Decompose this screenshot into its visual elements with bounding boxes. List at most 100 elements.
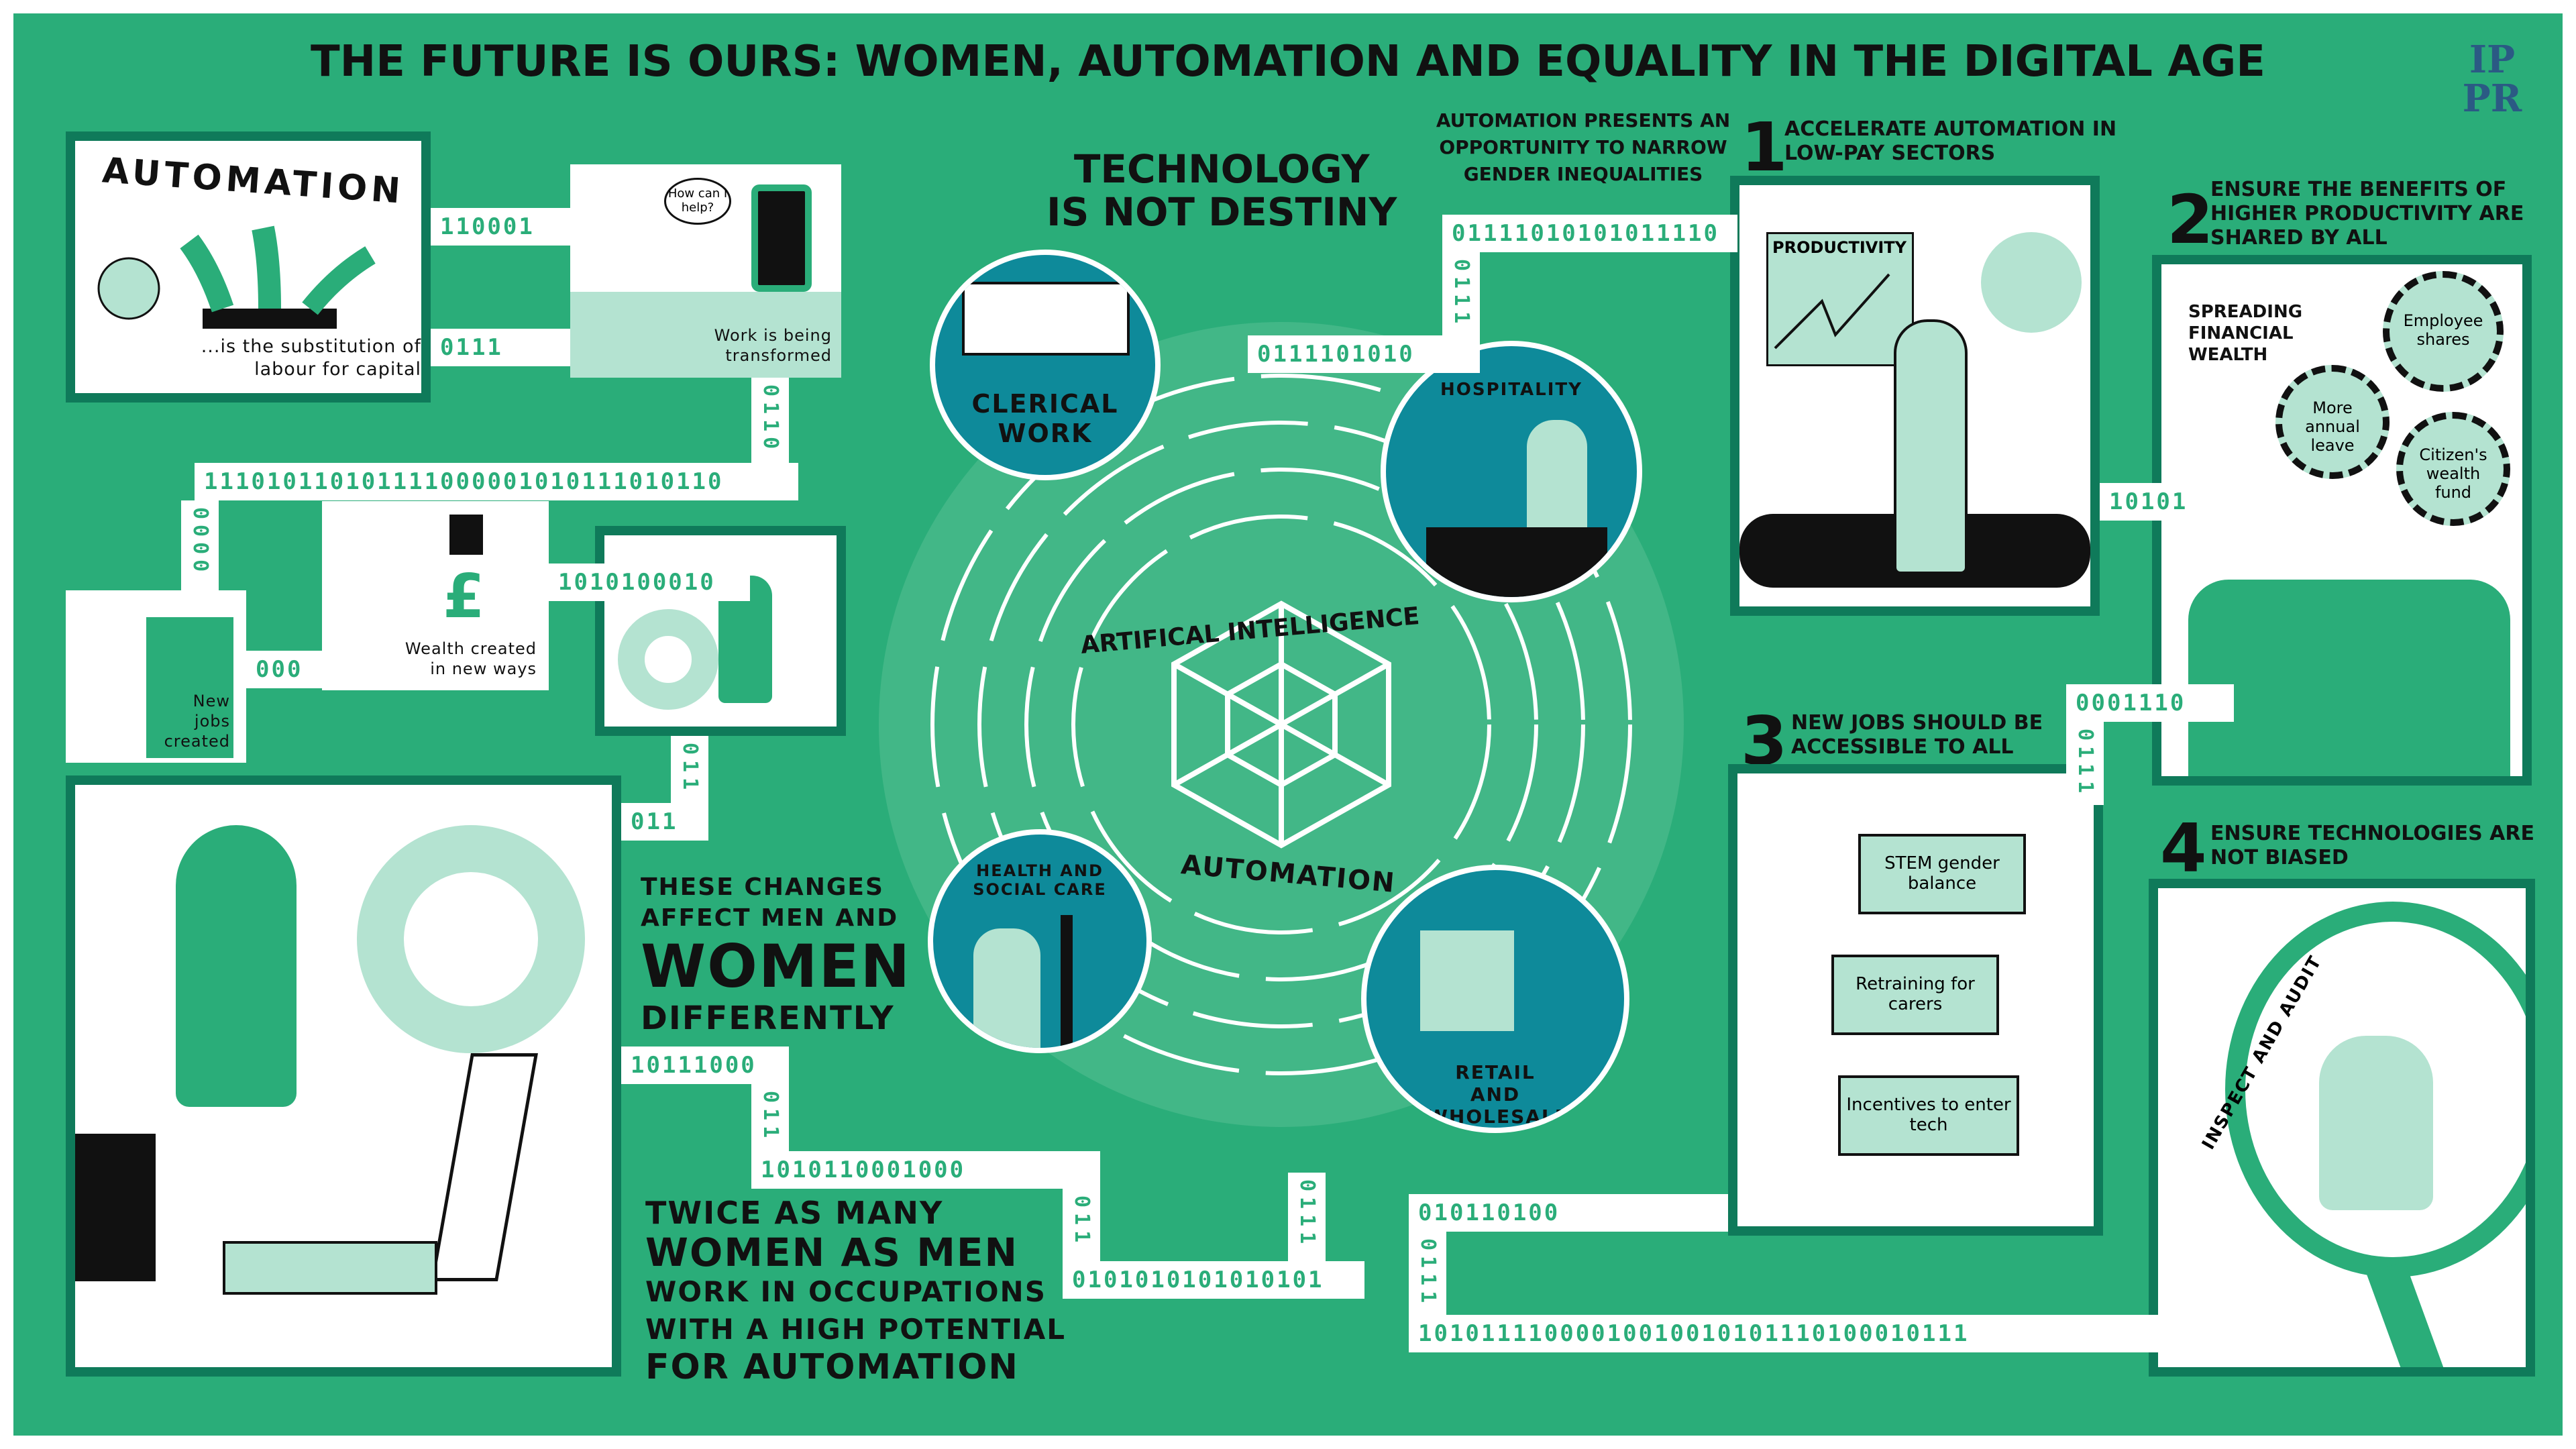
twice-line: WORK IN OCCUPATIONS bbox=[645, 1275, 1046, 1308]
magnifier-handle bbox=[2367, 1260, 2446, 1367]
binary-path: 0111 bbox=[1409, 1232, 1446, 1315]
spreading-wealth-label: SPREADING FINANCIAL WEALTH bbox=[2188, 302, 2303, 365]
rec-1-text: ACCELERATE AUTOMATION IN LOW-PAY SECTORS bbox=[1784, 117, 2117, 165]
woman-illustration bbox=[1894, 319, 1968, 574]
sector-health: HEALTH AND SOCIAL CARE bbox=[928, 829, 1152, 1053]
counter-illustration bbox=[1426, 527, 1607, 597]
changes-emphasis: WOMEN bbox=[641, 932, 912, 1001]
iv-drip-icon bbox=[1061, 915, 1073, 1048]
binary-path: 10101 bbox=[2100, 483, 2200, 521]
technology-heading: TECHNOLOGY IS NOT DESTINY bbox=[1046, 148, 1397, 233]
binary-path: 10101111000010010010101110100010111 bbox=[1409, 1315, 2162, 1352]
twice-line: WITH A HIGH POTENTIAL bbox=[645, 1313, 1067, 1346]
sector-label: CLERICAL WORK bbox=[971, 389, 1119, 448]
changes-line: THESE CHANGES bbox=[641, 873, 884, 901]
robot-arms-illustration bbox=[97, 225, 376, 329]
binary-path: 0111 bbox=[1288, 1173, 1326, 1261]
network-hexagon-icon bbox=[1171, 600, 1391, 849]
binary-path: 011 bbox=[621, 803, 708, 841]
gear-employee-shares: Employee shares bbox=[2383, 271, 2504, 392]
sign-retraining: Retraining for carers bbox=[1831, 955, 1999, 1035]
sector-clerical: CLERICAL WORK bbox=[930, 250, 1161, 480]
binary-path: 0111 bbox=[1442, 252, 1480, 335]
gear-wealth-fund: Citizen's wealth fund bbox=[2396, 412, 2510, 526]
wealth-caption: Wealth created in new ways bbox=[405, 639, 537, 678]
automation-panel: AUTOMATION ...is the substitution of lab… bbox=[66, 131, 431, 402]
sector-label: HEALTH AND SOCIAL CARE bbox=[973, 861, 1107, 899]
binary-path: 0111 bbox=[431, 329, 570, 366]
pound-sign-icon: £ bbox=[443, 561, 485, 632]
monitor-illustration bbox=[431, 1053, 538, 1281]
rec-3-text: NEW JOBS SHOULD BE ACCESSIBLE TO ALL bbox=[1791, 711, 2043, 759]
binary-path: 1010100010 bbox=[549, 564, 750, 601]
crowd-illustration bbox=[2188, 580, 2510, 776]
keyboard-icon bbox=[962, 282, 1130, 356]
transformation-panel: How can I help? Work is being transforme… bbox=[570, 164, 841, 378]
productivity-chart-illustration: PRODUCTIVITY bbox=[1766, 232, 1914, 366]
sign-stem: STEM gender balance bbox=[1858, 834, 2026, 914]
binary-path: 0101010101010101 bbox=[1063, 1261, 1364, 1299]
binary-path: 011 bbox=[671, 736, 708, 803]
binary-path: 0110 bbox=[751, 378, 789, 463]
sector-retail: RETAIL AND WHOLESALE bbox=[1361, 865, 1629, 1133]
rec-4-text: ENSURE TECHNOLOGIES ARE NOT BIASED bbox=[2210, 822, 2534, 869]
server-illustration bbox=[75, 1134, 156, 1281]
sector-label: HOSPITALITY bbox=[1440, 380, 1582, 400]
worker-panel bbox=[595, 526, 846, 736]
new-jobs-caption: New jobs created bbox=[164, 692, 230, 751]
binary-path: 011 bbox=[1063, 1189, 1100, 1261]
office-worker-panel bbox=[66, 775, 621, 1377]
heading-line: IS NOT DESTINY bbox=[1046, 189, 1397, 235]
automation-heading: AUTOMATION bbox=[101, 150, 406, 212]
binary-path: 0111 bbox=[2066, 722, 2104, 805]
twice-emphasis: WOMEN AS MEN bbox=[645, 1230, 1019, 1275]
opportunity-text: AUTOMATION PRESENTS AN OPPORTUNITY TO NA… bbox=[1436, 109, 1731, 185]
rec-number: 2 bbox=[2167, 180, 2214, 259]
rec-4-panel: INSPECT AND AUDIT bbox=[2149, 879, 2535, 1377]
sector-hospitality: HOSPITALITY bbox=[1381, 341, 1642, 602]
receptionist-illustration bbox=[1527, 420, 1587, 527]
sign-incentives: Incentives to enter tech bbox=[1838, 1075, 2019, 1156]
changes-line: DIFFERENTLY bbox=[641, 1000, 895, 1037]
rec-2-text: ENSURE THE BENEFITS OF HIGHER PRODUCTIVI… bbox=[2210, 178, 2524, 250]
binary-path: 10111000 bbox=[621, 1046, 789, 1084]
speech-bubble: How can I help? bbox=[664, 178, 731, 225]
binary-path: 0001110 bbox=[2066, 684, 2234, 722]
infographic: THE FUTURE IS OURS: WOMEN, AUTOMATION AN… bbox=[13, 13, 2563, 1436]
twice-line: FOR AUTOMATION bbox=[645, 1347, 1019, 1387]
keyboard-illustration bbox=[223, 1241, 437, 1295]
binary-path: 111010110101111000001010111010110 bbox=[195, 463, 798, 500]
productivity-label: PRODUCTIVITY bbox=[1772, 238, 1907, 257]
rec-number: 1 bbox=[1741, 108, 1788, 186]
twice-text: TWICE AS MANY WOMEN AS MEN WORK IN OCCUP… bbox=[645, 1194, 1066, 1386]
clothes-icon bbox=[1420, 930, 1514, 1031]
new-jobs-panel: New jobs created bbox=[66, 590, 246, 763]
binary-path: 000 bbox=[246, 651, 322, 688]
binary-path: 01111010101011110 bbox=[1442, 215, 1737, 252]
rec-number: 4 bbox=[2160, 809, 2207, 888]
machine-illustration bbox=[146, 617, 233, 758]
woman-illustration bbox=[176, 825, 297, 1107]
wealth-panel: £ Wealth created in new ways bbox=[322, 501, 549, 690]
sector-label: RETAIL AND WHOLESALE bbox=[1427, 1061, 1569, 1128]
page-title: THE FUTURE IS OURS: WOMEN, AUTOMATION AN… bbox=[311, 37, 2265, 87]
changes-line: AFFECT MEN AND bbox=[641, 904, 899, 932]
rec-3-panel: STEM gender balance Retraining for carer… bbox=[1728, 764, 2103, 1236]
twice-line: TWICE AS MANY bbox=[645, 1195, 944, 1231]
rec-1-panel: PRODUCTIVITY bbox=[1730, 176, 2100, 616]
binary-path: 010110100 bbox=[1409, 1194, 1728, 1232]
carer-illustration bbox=[973, 928, 1040, 1048]
binary-path: 110001 bbox=[431, 208, 570, 246]
transformation-caption: Work is being transformed bbox=[714, 326, 832, 365]
automation-caption: ...is the substitution of labour for cap… bbox=[201, 336, 421, 380]
phone-illustration bbox=[751, 184, 812, 292]
woman-illustration bbox=[2319, 1036, 2433, 1210]
heading-line: TECHNOLOGY bbox=[1073, 146, 1370, 192]
binary-path: 0111101010 bbox=[1248, 335, 1480, 373]
binary-path: 1010110001000 bbox=[751, 1151, 1100, 1189]
printer-icon bbox=[449, 515, 483, 555]
changes-text: THESE CHANGES AFFECT MEN AND WOMEN DIFFE… bbox=[641, 872, 911, 1037]
gear-annual-leave: More annual leave bbox=[2275, 365, 2390, 479]
rec-number: 3 bbox=[1741, 702, 1788, 780]
